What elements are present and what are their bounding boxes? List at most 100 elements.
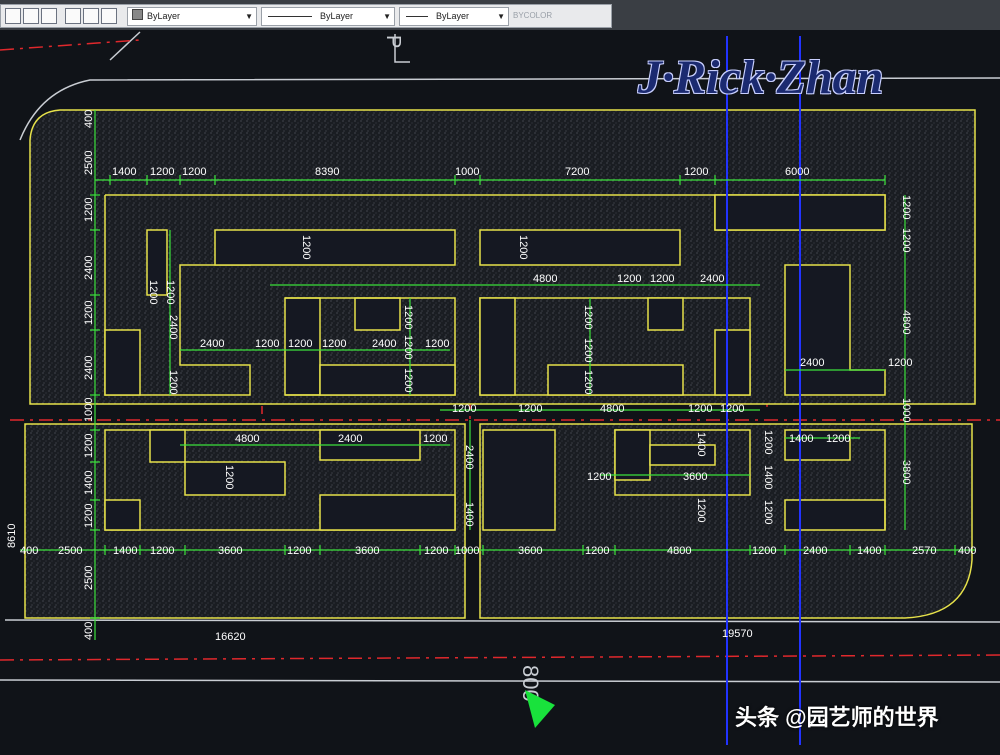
plotstyle-label: BYCOLOR xyxy=(513,11,553,20)
dim-label: 1200 xyxy=(425,338,449,350)
dim-label: 1400 xyxy=(113,545,137,557)
dim-label: 1200 xyxy=(688,403,712,415)
dim-label: 1200 xyxy=(287,545,311,557)
dim-label: 1200 xyxy=(83,198,95,222)
dim-label: 1200 xyxy=(650,273,674,285)
building-se2 xyxy=(614,429,651,481)
layer-previous-icon[interactable] xyxy=(41,8,57,24)
dim-label: 2400 xyxy=(700,273,724,285)
building-sw3 xyxy=(184,461,286,496)
parking-marker: P xyxy=(382,35,404,48)
dim-label: 1400 xyxy=(83,471,95,495)
layer-settings-icon[interactable] xyxy=(101,8,117,24)
north-arrow-icon xyxy=(525,690,555,728)
dim-label: 2400 xyxy=(338,433,362,445)
top-dimension-labels: 1400 1200 1200 8390 1000 7200 1200 6000 xyxy=(112,166,809,178)
dim-label: 1200 xyxy=(582,370,594,394)
lineweight-dropdown[interactable]: ByLayer ▼ xyxy=(399,7,509,26)
dim-label: 1200 xyxy=(684,166,708,178)
color-swatch-icon xyxy=(132,9,143,20)
dim-label: 4800 xyxy=(533,273,557,285)
layer-state-icon[interactable] xyxy=(65,8,81,24)
dim-label: 1400 xyxy=(463,502,475,526)
dim-label: 2400 xyxy=(800,357,824,369)
plotstyle-dropdown[interactable]: BYCOLOR xyxy=(513,7,603,24)
building-sw2 xyxy=(149,429,186,463)
dim-label: 1200 xyxy=(762,500,774,524)
dim-label: 1000 xyxy=(83,398,95,422)
linetype-dropdown[interactable]: ByLayer ▼ xyxy=(261,7,395,26)
dim-label: 1200 xyxy=(223,465,235,489)
cad-drawing: 800 P 1400 1200 1200 8390 1000 7200 1200… xyxy=(0,30,1000,750)
dim-label: 1200 xyxy=(150,545,174,557)
dim-label: 2400 xyxy=(200,338,224,350)
building-se5 xyxy=(784,429,851,461)
toolbar-strip: ByLayer ▼ ByLayer ▼ ByLayer ▼ BYCOLOR xyxy=(0,4,612,28)
dim-label: 1200 xyxy=(585,545,609,557)
layer-icon[interactable] xyxy=(5,8,21,24)
drawing-canvas[interactable]: 800 P 1400 1200 1200 8390 1000 7200 1200… xyxy=(0,30,1000,750)
south-west-plot xyxy=(24,423,466,619)
dim-label: 1200 xyxy=(322,338,346,350)
dim-label: 1200 xyxy=(255,338,279,350)
building-e3 xyxy=(647,297,684,331)
dimension-ticks xyxy=(90,175,956,619)
dim-label: 1200 xyxy=(424,545,448,557)
dim-label: 1200 xyxy=(888,357,912,369)
dim-label: 1200 xyxy=(167,370,179,394)
color-dropdown-label: ByLayer xyxy=(147,11,181,21)
dim-label: 1200 xyxy=(582,305,594,329)
dim-label: 1200 xyxy=(518,403,542,415)
dim-label: 4800 xyxy=(600,403,624,415)
dim-label: 3600 xyxy=(518,545,542,557)
dim-label: 3600 xyxy=(683,471,707,483)
dim-label: 1000 xyxy=(455,545,479,557)
dim-label: 1200 xyxy=(900,228,912,252)
dim-label: 3600 xyxy=(355,545,379,557)
dim-label: 1200 xyxy=(83,301,95,325)
lineweight-dropdown-label: ByLayer xyxy=(436,11,470,21)
dim-label: 1200 xyxy=(720,403,744,415)
dim-label: 2400 xyxy=(167,315,179,339)
dim-label: 1400 xyxy=(857,545,881,557)
dim-label: 400 xyxy=(83,622,95,640)
dim-label: 4800 xyxy=(235,433,259,445)
blue-axis-lines xyxy=(726,36,801,745)
dim-label: 1200 xyxy=(517,235,529,259)
dim-label: 2500 xyxy=(58,545,82,557)
dim-label: 1200 xyxy=(83,504,95,528)
dim-label: 1200 xyxy=(695,498,707,522)
building-se6 xyxy=(850,429,886,530)
building-n1 xyxy=(214,229,456,266)
road-edge-bottom xyxy=(4,619,1000,623)
road-edge-top xyxy=(19,77,1000,141)
building-se3 xyxy=(649,444,716,466)
dim-label: 1200 xyxy=(300,235,312,259)
road-outlines xyxy=(0,31,1000,683)
linetype-dropdown-label: ByLayer xyxy=(320,11,354,21)
property-toolbar: ByLayer ▼ ByLayer ▼ ByLayer ▼ BYCOLOR xyxy=(0,0,1000,30)
dim-label: 400 xyxy=(83,110,95,128)
dim-label: 1400 xyxy=(789,433,813,445)
building-e1 xyxy=(479,297,516,396)
dim-label: 1200 xyxy=(288,338,312,350)
dim-label: 1000 xyxy=(900,398,912,422)
color-dropdown[interactable]: ByLayer ▼ xyxy=(127,7,257,26)
dim-label-total-right: 19570 xyxy=(722,628,753,640)
credit-caption: 头条 @园艺师的世界 xyxy=(735,705,939,730)
dim-label: 1200 xyxy=(402,368,414,392)
dim-label: 4800 xyxy=(900,310,912,334)
dim-label: 1400 xyxy=(695,432,707,456)
dim-label: 2400 xyxy=(463,445,475,469)
make-current-icon[interactable] xyxy=(83,8,99,24)
building-se4 xyxy=(784,499,886,531)
dim-label: 1200 xyxy=(826,433,850,445)
dimension-lines xyxy=(20,110,975,640)
match-properties-icon[interactable] xyxy=(23,8,39,24)
dim-label: 2400 xyxy=(83,356,95,380)
dim-label-total: 8610 xyxy=(6,524,18,548)
building-w2 xyxy=(146,229,168,296)
watermark-signature: J·Rick·Zhan xyxy=(638,51,884,104)
dim-label: 6000 xyxy=(785,166,809,178)
dim-label: 4800 xyxy=(667,545,691,557)
